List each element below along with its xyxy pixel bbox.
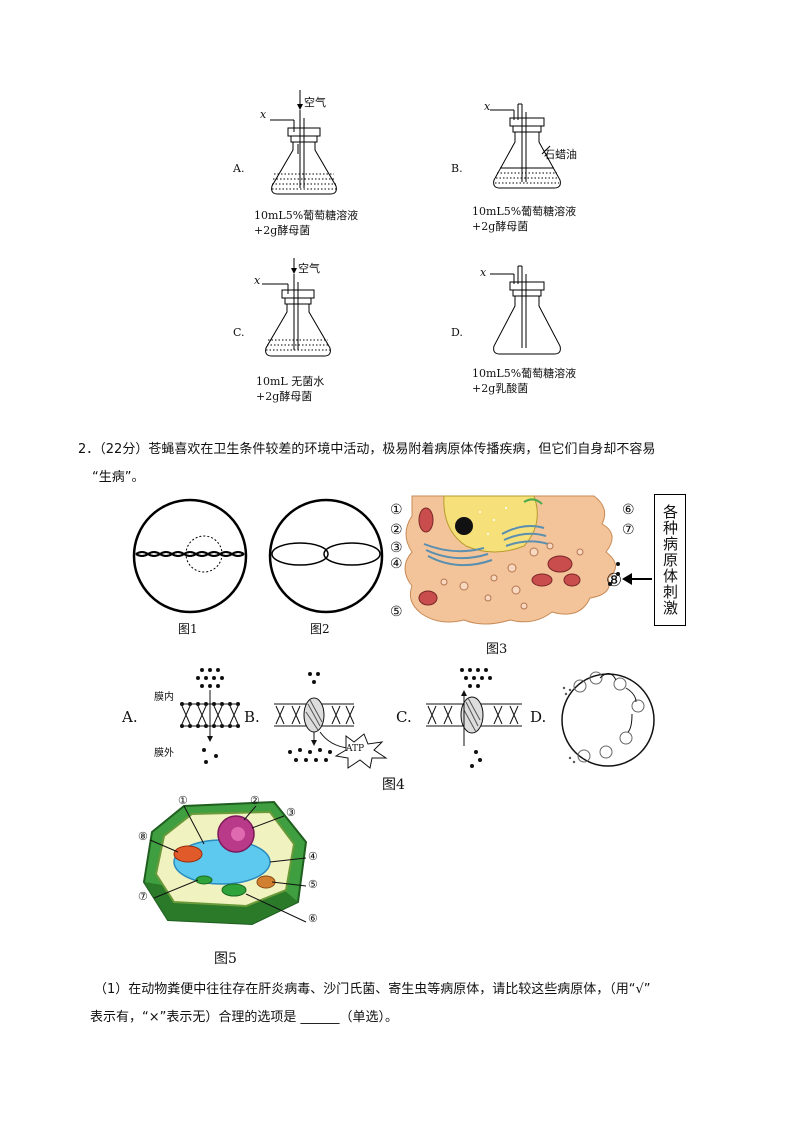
- figure-5-number-2: ②: [250, 794, 260, 807]
- figure-3-number-5: ⑤: [390, 604, 403, 620]
- figure-4-option-a: A.: [122, 708, 138, 726]
- figure-5-number-3: ③: [286, 806, 296, 819]
- flask-drawing: [490, 103, 561, 189]
- flask-caption: 10mL5%葡萄糖溶液 +2g酵母菌: [254, 209, 359, 237]
- figure-3-number-7: ⑦: [622, 522, 635, 538]
- membrane-b-drawing: [274, 672, 388, 769]
- figure-3-number-4: ④: [390, 556, 403, 572]
- flask-option-b: B. x 石蜡油 10mL5%葡萄糖溶液 +2g酵母菌: [450, 88, 600, 238]
- atp-label: ATP: [346, 744, 365, 754]
- flask-option-a: A. x 空气 10mL5%葡萄糖溶液 +2g酵母菌: [230, 88, 360, 238]
- option-b-label: B.: [451, 162, 463, 175]
- figure-2-caption: 图2: [310, 622, 330, 636]
- question-line: “生病”。: [92, 470, 145, 485]
- flask-drawing: [490, 265, 561, 355]
- figure-4: A. 膜内 膜外 B. ATP C. D.: [120, 664, 660, 794]
- figure-5-number-8: ⑧: [138, 830, 148, 843]
- figure-3-side-box: 各种病原体刺激: [654, 494, 686, 626]
- x-label: x: [480, 266, 487, 279]
- inside-label: 膜内: [154, 692, 174, 703]
- figure-5-number-6: ⑥: [308, 912, 318, 925]
- figure-1-caption: 图1: [178, 622, 198, 636]
- question-line: 2．（22分）苍蝇喜欢在卫生条件较差的环境中活动，极易附着病原体传播疾病，但它们…: [78, 442, 656, 457]
- figure-5-number-5: ⑤: [308, 878, 318, 891]
- figure-5-number-4: ④: [308, 850, 318, 863]
- figure-2: 图2: [264, 496, 388, 646]
- figure-1-drawing: [132, 498, 248, 614]
- outside-label: 膜外: [154, 748, 174, 759]
- membrane-c-drawing: [426, 668, 522, 768]
- option-a-label: A.: [233, 162, 245, 175]
- figure-2-drawing: [268, 498, 384, 614]
- membrane-a-drawing: [180, 668, 240, 764]
- figure-5-caption: 图5: [214, 951, 237, 967]
- figure-5-number-7: ⑦: [138, 890, 148, 903]
- figure-3: ① ② ③ ④ ⑤ ⑥ ⑦ ⑧ 各种病原体刺激 图3: [384, 494, 694, 660]
- figure-3-cell-drawing: [404, 495, 620, 625]
- air-label: 空气: [304, 96, 326, 109]
- figure-3-number-2: ②: [390, 522, 403, 538]
- flask-drawing: [270, 90, 337, 195]
- figure-4-caption: 图4: [382, 777, 405, 793]
- membrane-d-drawing: [561, 671, 655, 767]
- figure-5-plant-cell-drawing: [142, 800, 308, 926]
- option-d-label: D.: [451, 326, 463, 339]
- figure-4-option-c: C.: [396, 708, 412, 726]
- figure-1: 图1: [128, 496, 252, 646]
- flask-option-c: C. x 空气 10mL 无菌水 +2g酵母菌: [230, 256, 360, 406]
- paraffin-label: 石蜡油: [544, 148, 577, 161]
- sub-question-1: （1）在动物粪便中往往存在肝炎病毒、沙门氏菌、寄生虫等病原体，请比较这些病原体，…: [90, 976, 744, 1032]
- x-label: x: [254, 274, 261, 287]
- flask-option-d: D. x 10mL5%葡萄糖溶液 +2g乳酸菌: [450, 256, 600, 406]
- figure-3-caption: 图3: [486, 642, 508, 657]
- option-c-label: C.: [233, 326, 245, 339]
- arrow-icon: [622, 573, 652, 585]
- flask-caption: 10mL5%葡萄糖溶液 +2g酵母菌: [472, 205, 577, 233]
- figure-3-number-3: ③: [390, 540, 403, 556]
- figure-3-number-6: ⑥: [622, 502, 635, 518]
- flask-drawing: [262, 258, 331, 357]
- flask-caption: 10mL5%葡萄糖溶液 +2g乳酸菌: [472, 367, 577, 395]
- question-2-stem: 2．（22分）苍蝇喜欢在卫生条件较差的环境中活动，极易附着病原体传播疾病，但它们…: [78, 436, 738, 492]
- sub-question-line: 表示有，“×”表示无）合理的选项是 ______（单选）。: [90, 1010, 398, 1025]
- air-label: 空气: [298, 262, 320, 275]
- figure-5: ① ② ③ ④ ⑤ ⑥ ⑦ ⑧ 图5: [134, 794, 334, 970]
- sub-question-line: （1）在动物粪便中往往存在肝炎病毒、沙门氏菌、寄生虫等病原体，请比较这些病原体，…: [94, 982, 651, 997]
- figure-3-number-1: ①: [390, 502, 403, 518]
- figure-4-option-d: D.: [530, 708, 547, 726]
- flask-caption: 10mL 无菌水 +2g酵母菌: [256, 375, 325, 403]
- x-label: x: [484, 100, 491, 113]
- figure-3-number-8: ⑧: [606, 570, 623, 591]
- x-label: x: [260, 108, 267, 121]
- figure-4-option-b: B.: [244, 708, 260, 726]
- figure-5-number-1: ①: [178, 794, 188, 807]
